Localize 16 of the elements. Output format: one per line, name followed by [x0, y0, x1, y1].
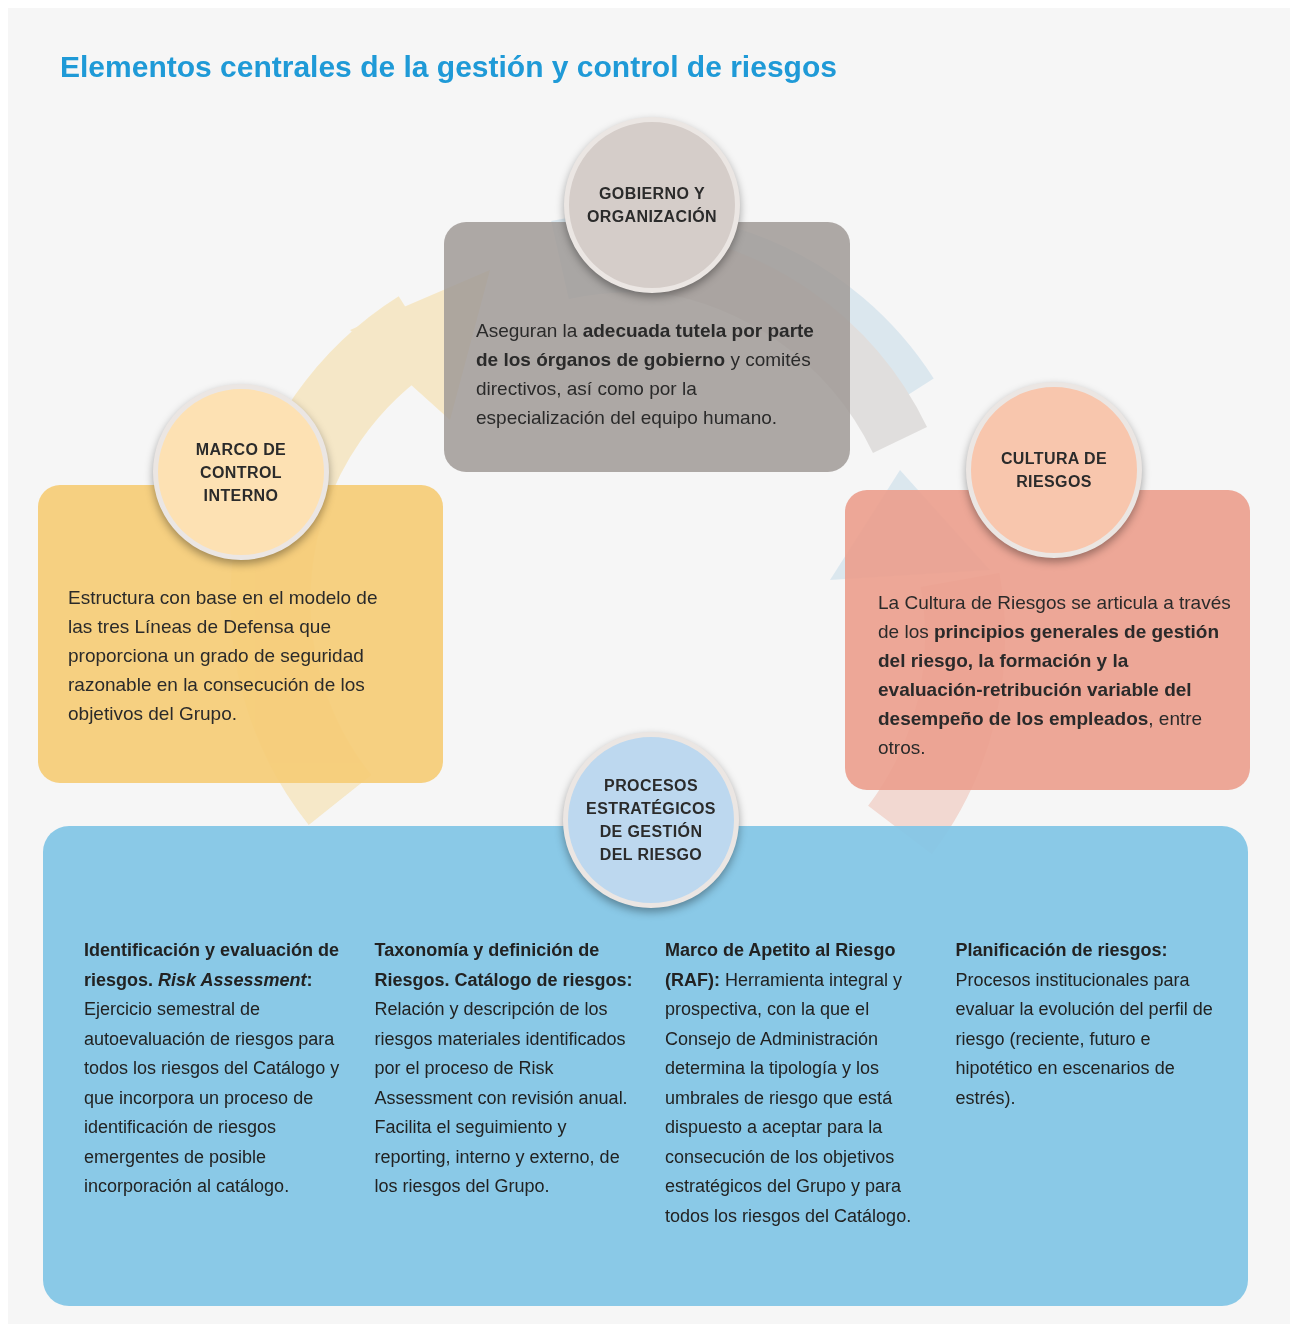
column-heading: Identificación y evaluación de riesgos. Risk Assessment:	[84, 939, 341, 992]
column-text: Ejercicio semestral de autoevaluación de riesgos para todos los riesgos del Catálogo y que incorpora un proceso de identificación de riesgos emergentes de posible incorporación al catálogo.	[84, 998, 341, 1198]
card-text: Estructura con base en el modelo de las tres Líneas de Defensa que proporciona un grado de seguridad razonable en la consecución de los objetivos del Grupo.	[68, 586, 379, 726]
card-text: La Cultura de Riesgos se articula a través de los principios generales de gestión del riesgo, la formación y la evaluación-retribución variable del desempeño de los empleados, entre otros.	[878, 591, 1232, 760]
description-card	[845, 490, 1250, 790]
circle-heading: MARCO DE CONTROL INTERNO	[194, 439, 288, 506]
card-text: Aseguran la adecuada tutela por parte de los órganos de gobierno y comités directivos, así como por la especialización del equipo humano.	[476, 319, 815, 430]
circle-heading: PROCESOS ESTRATÉGICOS DE GESTIÓN DEL RIESGO	[586, 776, 716, 865]
column-text: Planificación de riesgos: Procesos institucionales para evaluar la evolución del perfil de riesgo (reciente, futuro e hipotético en escenarios de estrés).	[955, 939, 1214, 1110]
column-text: Marco de Apetito al Riesgo (RAF): Herramienta integral y prospectiva, con la que el Consejo de Administración determina la tipología y los umbrales de riesgo que está dispuesto a aceptar para la consecución de los objetivos estratégicos del Grupo y para todos los riesgos del Catálogo.	[665, 939, 913, 1228]
circle-heading: CULTURA DE RIESGOS	[999, 449, 1109, 492]
diagram-title: Elementos centrales de la gestión y control de riesgos	[60, 49, 837, 85]
description-card	[38, 485, 443, 783]
circle-heading: GOBIERNO Y ORGANIZACIÓN	[586, 184, 718, 227]
description-card	[444, 222, 850, 472]
column-text: Taxonomía y definición de Riesgos. Catálogo de riesgos: Relación y descripción de los riesgos materiales identificados por el proceso de Risk Assessment con revisión anual. Facilita el seguimiento y reporting, interno y externo, de los riesgos del Grupo.	[374, 939, 634, 1198]
